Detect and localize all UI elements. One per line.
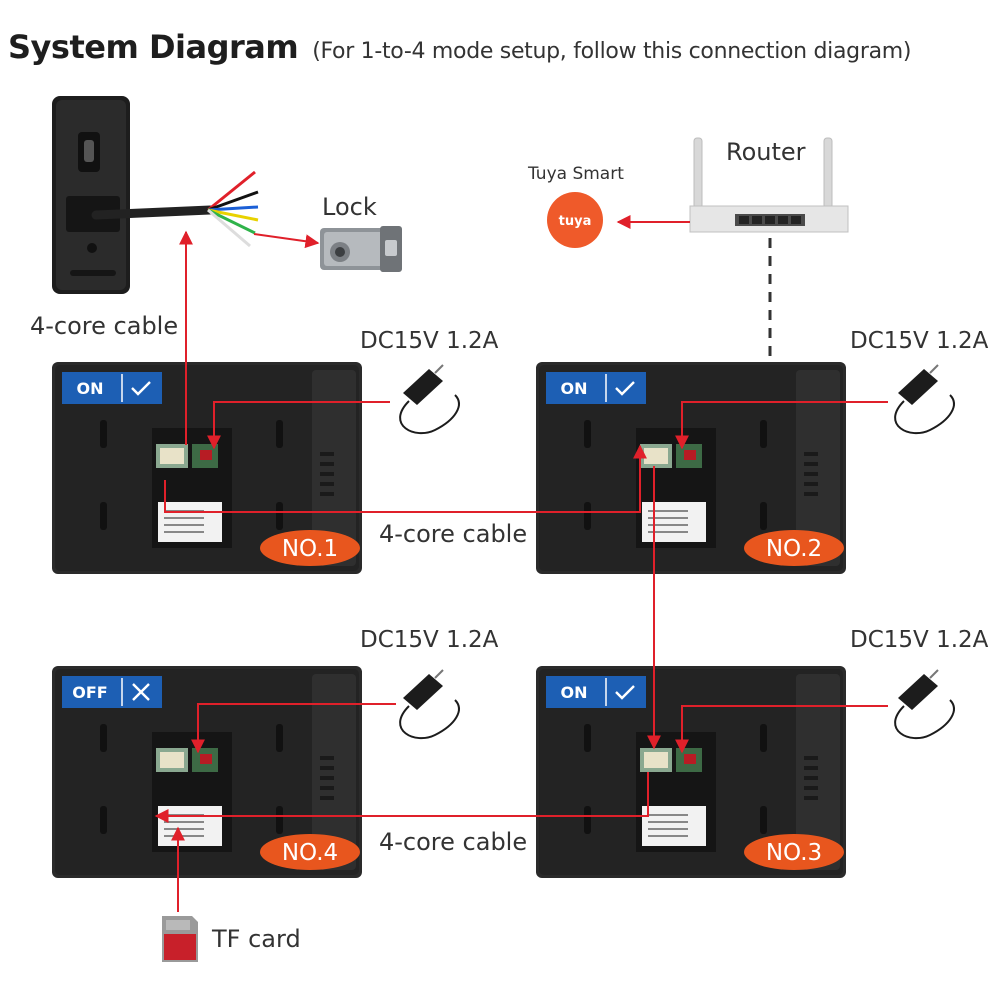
router-device (689, 137, 849, 233)
switch-badge-on: ON (546, 676, 646, 708)
lock-device (320, 226, 402, 272)
monitor-number: NO.3 (766, 840, 822, 866)
check-icon (615, 685, 635, 700)
title-main: System Diagram (8, 28, 299, 66)
switch-label: ON (561, 379, 588, 398)
cable-label-bottom: 4-core cable (379, 828, 528, 856)
power-label-no1: DC15V 1.2A (360, 328, 499, 354)
monitor-number: NO.2 (766, 536, 822, 562)
monitor-number-badge: NO.3 (744, 834, 844, 870)
monitor-number: NO.4 (282, 840, 338, 866)
tuya-logo-text: tuya (559, 214, 592, 229)
tf-card (162, 916, 198, 962)
no1-no2-cable (164, 444, 647, 513)
cable-label-top: 4-core cable (379, 520, 528, 548)
adapter-group (399, 364, 955, 740)
tuya-smart-label: Tuya Smart (528, 164, 624, 184)
tf-card-label: TF card (212, 925, 301, 953)
title-subtitle: (For 1-to-4 mode setup, follow this conn… (312, 39, 912, 64)
switch-badge-on: ON (546, 372, 646, 404)
switch-label: OFF (72, 683, 107, 702)
monitor-no4: OFF NO.4 (52, 666, 362, 878)
switch-label: ON (77, 379, 104, 398)
power-label-no4: DC15V 1.2A (360, 627, 499, 653)
outdoor-cable (91, 170, 320, 249)
no2-power-wire (675, 401, 888, 450)
monitor-number-badge: NO.2 (744, 530, 844, 566)
power-adapter (399, 364, 460, 435)
monitor-no3: ON NO.3 (536, 666, 846, 878)
check-icon (615, 381, 635, 396)
no4-power-wire (191, 703, 396, 754)
switch-badge-on: ON (62, 372, 162, 404)
power-adapter (399, 669, 460, 740)
power-label-no2: DC15V 1.2A (850, 328, 989, 354)
outdoor-cable-label: 4-core cable (30, 312, 179, 340)
power-label-no3: DC15V 1.2A (850, 627, 989, 653)
check-icon (131, 381, 151, 396)
diagram-title: System Diagram (For 1-to-4 mode setup, fo… (8, 28, 911, 66)
power-adapter (894, 364, 955, 435)
switch-badge-off: OFF (62, 676, 162, 708)
no3-power-wire (675, 705, 888, 754)
connection-wiring (154, 230, 888, 912)
monitor-no1: ON NO.1 (52, 362, 362, 574)
monitor-number: NO.1 (282, 536, 338, 562)
lock-label: Lock (322, 193, 377, 221)
monitor-number-badge: NO.4 (260, 834, 360, 870)
cross-icon (132, 683, 150, 701)
router-label: Router (726, 138, 806, 166)
switch-label: ON (561, 683, 588, 702)
no1-power-wire (207, 401, 390, 450)
tuya-smart-logo: tuya (547, 192, 603, 248)
no3-no4-cable (154, 772, 649, 823)
monitor-number-badge: NO.1 (260, 530, 360, 566)
monitor-no2: ON NO.2 (536, 362, 846, 574)
outdoor-unit (52, 96, 130, 294)
power-adapter (894, 669, 955, 740)
